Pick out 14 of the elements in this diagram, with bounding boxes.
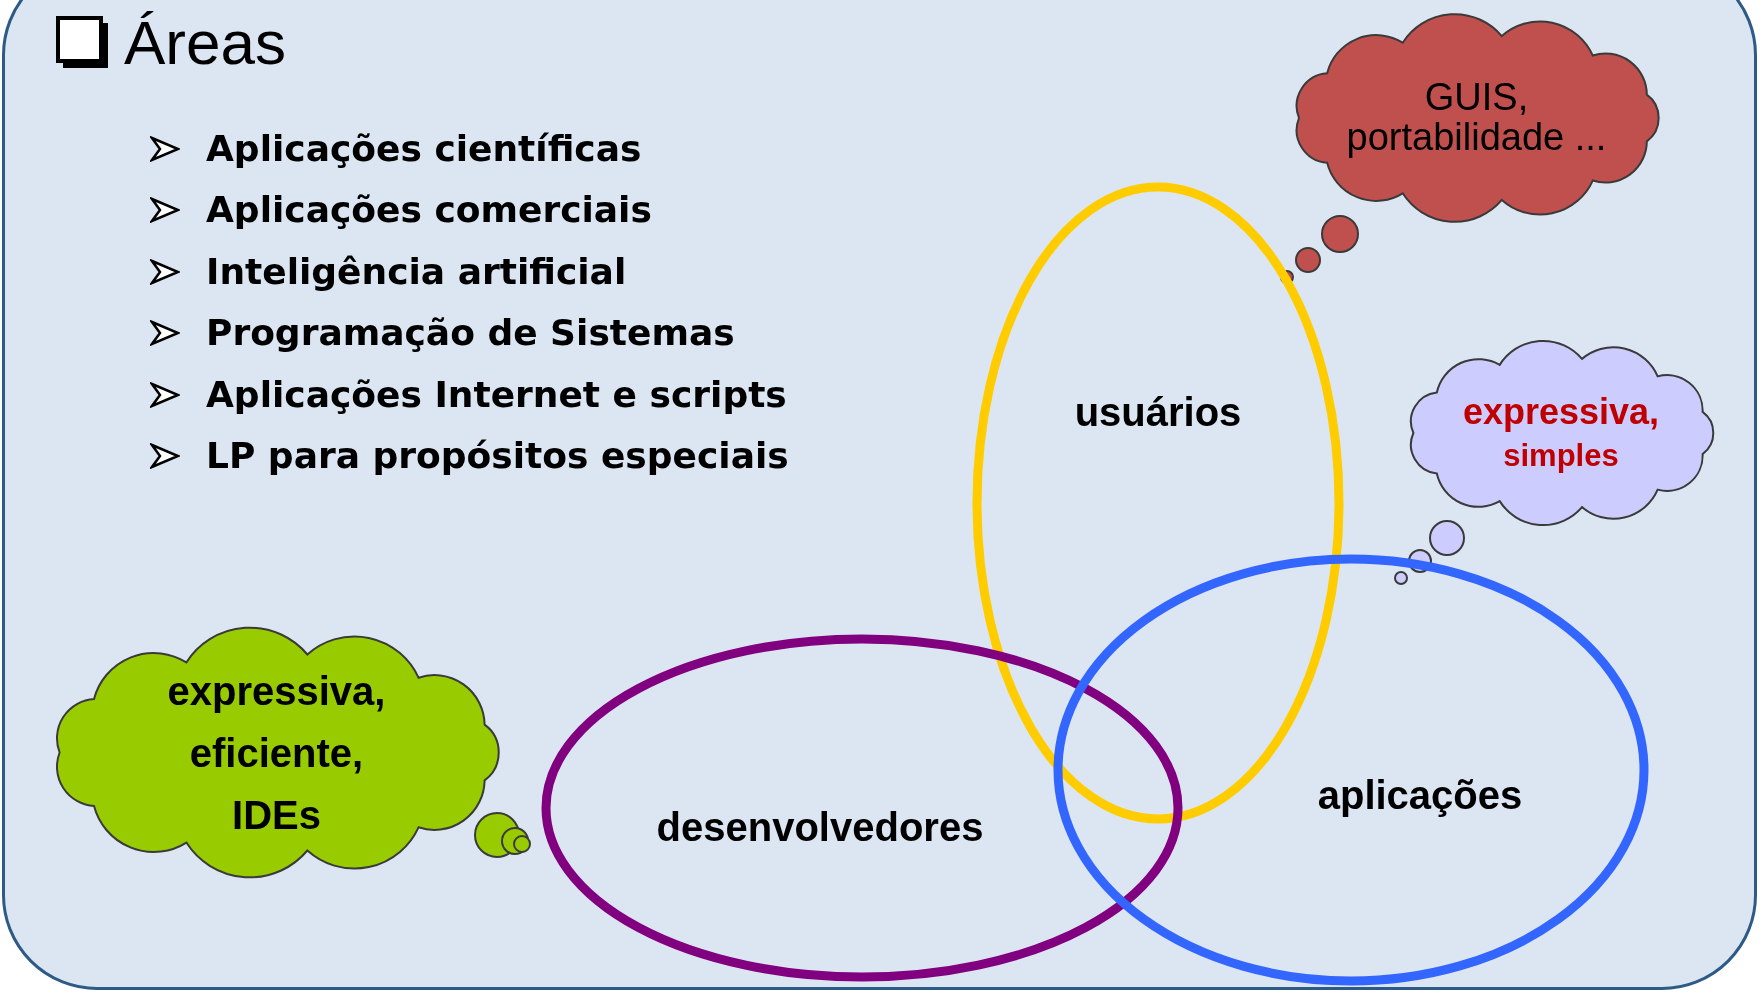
cloud-text: simples xyxy=(1503,437,1619,476)
set-label: usuários xyxy=(1074,389,1242,436)
list-item-text: Inteligência artificial xyxy=(206,249,627,294)
title: Áreas xyxy=(124,12,286,74)
list-item-text: Aplicações científicas xyxy=(206,126,642,171)
list-item-text: Programação de Sistemas xyxy=(206,311,735,356)
cloud-text: expressiva, eficiente, IDEs xyxy=(166,667,387,839)
cloud-text: expressiva, xyxy=(1462,390,1660,435)
set-label: desenvolvedores xyxy=(656,804,984,851)
set-label: aplicações xyxy=(1317,772,1523,819)
list-item-text: Aplicações Internet e scripts xyxy=(206,372,787,417)
cloud-text: GUIS, portabilidade ... xyxy=(1345,78,1608,158)
list-item-text: LP para propósitos especiais xyxy=(206,434,789,479)
list-item-text: Aplicações comerciais xyxy=(206,188,652,233)
